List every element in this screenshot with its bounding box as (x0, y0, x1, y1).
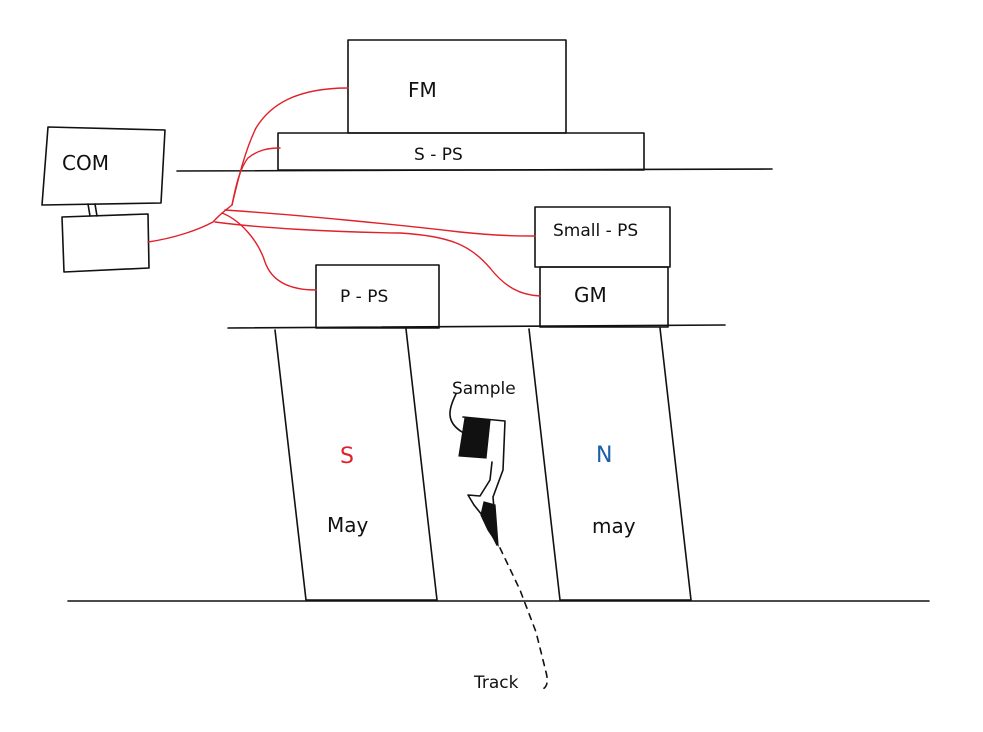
s-ps-box (277, 132, 645, 171)
right-pole-label: N (596, 443, 612, 468)
wire-to-small-ps (224, 209, 536, 237)
computer-interface-box (61, 213, 150, 273)
wire-bus-main (147, 204, 233, 243)
sample-pointer (449, 393, 463, 433)
track-label: Track (473, 673, 519, 693)
track-line (499, 547, 548, 691)
wire-to-fm (231, 87, 349, 206)
left-magnet-label: May (327, 513, 369, 537)
small-ps-label: Small - PS (553, 221, 638, 241)
s-ps-label: S - PS (414, 145, 463, 165)
left-magnet (274, 328, 438, 601)
computer-monitor (41, 126, 166, 206)
gm-box (539, 266, 669, 328)
computer-label: COM (62, 151, 109, 175)
gm-label: GM (574, 283, 607, 307)
computer-stand (87, 203, 98, 217)
fm-box (347, 39, 567, 134)
wire-to-s-ps (231, 147, 281, 206)
sample-tip (480, 501, 499, 548)
right-magnet (528, 327, 692, 601)
sample-label: Sample (452, 379, 516, 399)
wire-to-gm (214, 221, 541, 297)
sample-block (458, 417, 491, 459)
p-ps-label: P - PS (340, 287, 388, 307)
left-pole-label: S (340, 444, 354, 469)
right-magnet-label: may (592, 514, 636, 538)
p-ps-box (315, 264, 440, 329)
wire-to-p-ps (221, 212, 317, 291)
middle-shelf-line (227, 324, 726, 329)
fm-label: FM (408, 78, 437, 102)
